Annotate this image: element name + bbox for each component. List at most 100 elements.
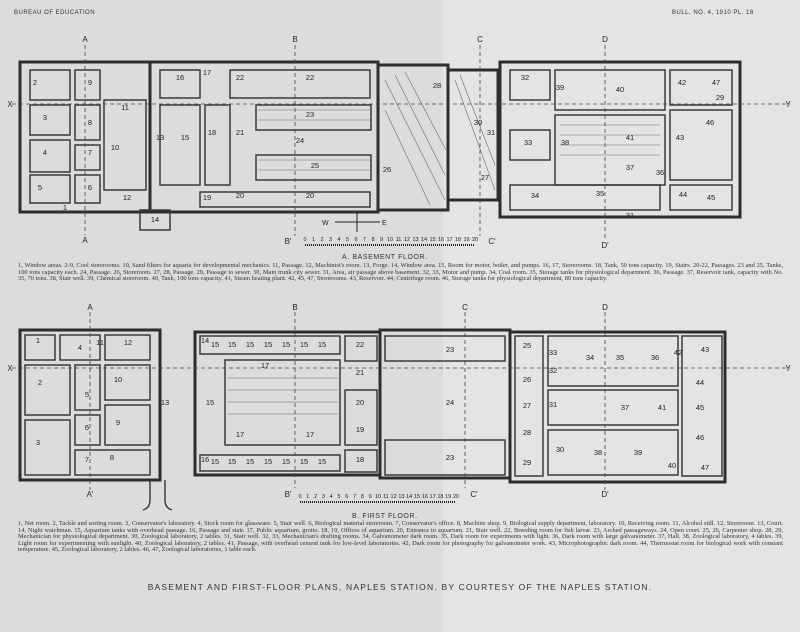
room-number: 22 [356,340,364,349]
room-number: 16 [201,455,209,464]
room-number: 18 [208,128,216,137]
room-number: 22 [306,73,314,82]
room-number: 4 [78,343,82,352]
room-number: 22 [236,73,244,82]
section-marker: B [292,303,297,312]
scale-label: 12 [404,237,410,243]
room-number: 5 [38,183,42,192]
room-number: 40 [616,85,624,94]
room-number: 6 [85,423,89,432]
compass-west: W [322,220,329,227]
plate-title: BASEMENT AND FIRST-FLOOR PLANS, NAPLES S… [147,582,653,592]
scale-label: 19 [463,237,469,243]
room-number: 15 [181,133,189,142]
room-number: 19 [356,425,364,434]
room-number: 33 [524,138,532,147]
scale-label: 15 [414,494,420,500]
room-number: 15 [318,340,326,349]
scale-label: 12 [391,494,397,500]
compass-east: E [382,220,387,227]
room-number: 9 [88,78,92,87]
room-number: 28 [523,428,531,437]
room-number: 14 [201,336,209,345]
room-number: 46 [706,118,714,127]
room-number: 10 [114,375,122,384]
section-marker: Y [785,100,791,109]
scale-label: 5 [346,237,349,243]
room-number: 20 [306,191,314,200]
scale-label: 14 [406,494,412,500]
basement-legend: 1, Window areas. 2-9, Cool storerooms. 1… [18,262,783,283]
section-marker: D [602,35,608,44]
room-number: 24 [446,398,454,407]
room-number: 3 [43,113,47,122]
room-number: 29 [523,458,531,467]
room-number: 4 [43,148,47,157]
room-number: 34 [586,353,594,362]
room-number: 20 [236,191,244,200]
scale-label: 17 [446,237,452,243]
scale-label: 3 [329,237,332,243]
room-number: 35 [616,353,624,362]
room-number: 9 [116,418,120,427]
scale-label: 6 [354,237,357,243]
scale-label: 4 [337,237,340,243]
room-number: 31 [549,400,557,409]
room-number: 24 [296,136,304,145]
room-number: 26 [523,375,531,384]
room-number: 13 [161,398,169,407]
section-marker: C [462,303,468,312]
scale-label: 5 [337,494,340,500]
section-marker: A [82,35,88,44]
scale-label: 18 [437,494,443,500]
room-number: 3 [36,438,40,447]
section-marker: D' [601,241,609,250]
section-marker: B' [285,490,292,499]
scale-label: 1 [312,237,315,243]
section-marker: A [82,236,88,245]
scale-label: 11 [396,237,402,243]
room-number: 32 [549,366,557,375]
scale-label: 0 [303,237,306,243]
room-number: 37 [621,403,629,412]
room-number: 17 [306,430,314,439]
room-number: 27 [481,173,489,182]
room-number: 2 [33,78,37,87]
scale-label: 7 [363,237,366,243]
room-number: 38 [594,448,602,457]
scale-label: 20 [472,237,478,243]
section-marker: A [87,303,93,312]
room-number: 23 [446,453,454,462]
section-marker: D [602,303,608,312]
room-number: 8 [110,453,114,462]
scale-label: 16 [422,494,428,500]
room-number: 11 [121,103,129,112]
room-number: 7 [88,148,92,157]
compass [335,212,380,232]
scale-label: 9 [369,494,372,500]
room-number: 15 [300,340,308,349]
section-marker: C' [470,490,478,499]
section-marker: C' [488,237,496,246]
room-number: 2 [38,378,42,387]
room-number: 26 [383,165,391,174]
room-number: 23 [446,345,454,354]
room-number: 46 [696,433,704,442]
room-number: 27 [523,401,531,410]
room-number: 15 [206,398,214,407]
room-number: 45 [707,193,715,202]
room-number: 28 [433,81,441,90]
room-number: 6 [88,183,92,192]
room-number: 33 [549,348,557,357]
scale-label: 1 [306,494,309,500]
room-number: 47 [701,463,709,472]
basement-section-lines [12,45,790,240]
first-floor-tank-lines [228,377,338,415]
header-publisher: BUREAU OF EDUCATION [14,10,96,16]
entrance-path [142,480,173,511]
room-number: 31 [487,128,495,137]
room-number: 39 [556,83,564,92]
room-number: 17 [236,430,244,439]
